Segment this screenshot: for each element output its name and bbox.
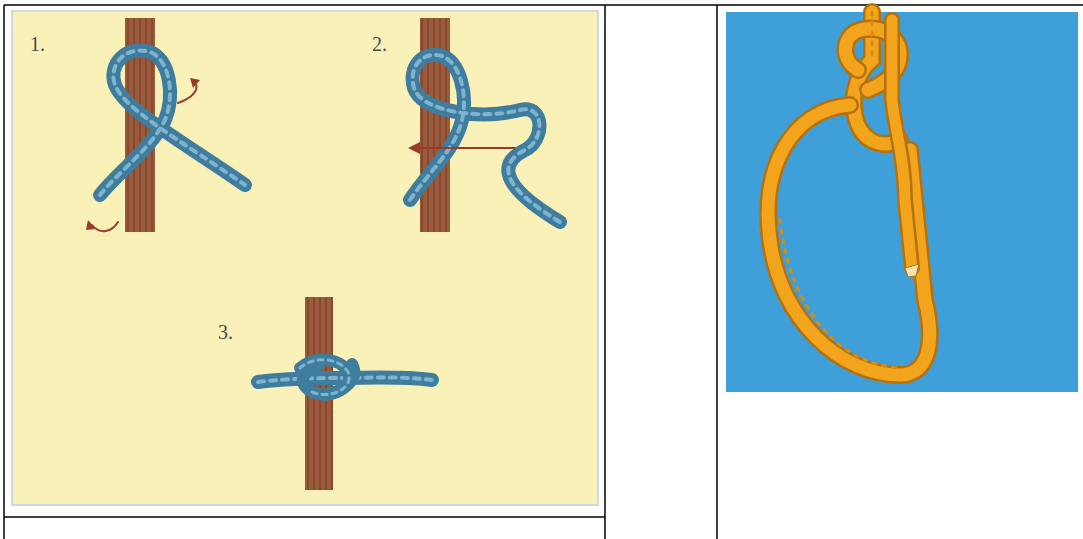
step-number: 1.	[30, 34, 45, 54]
table-border	[4, 5, 1083, 539]
step-one-drawing	[86, 18, 245, 232]
step-label-holder: 3.	[218, 322, 233, 342]
step-number: 2.	[372, 34, 387, 54]
step-number: 3.	[218, 322, 233, 342]
step-two-drawing	[408, 18, 560, 232]
paper-background	[12, 11, 598, 505]
step-label-holder: 2.	[372, 34, 387, 54]
step-three-drawing	[258, 297, 432, 490]
bowline-photo	[726, 12, 1078, 392]
step-label-holder: 1.	[30, 34, 45, 54]
